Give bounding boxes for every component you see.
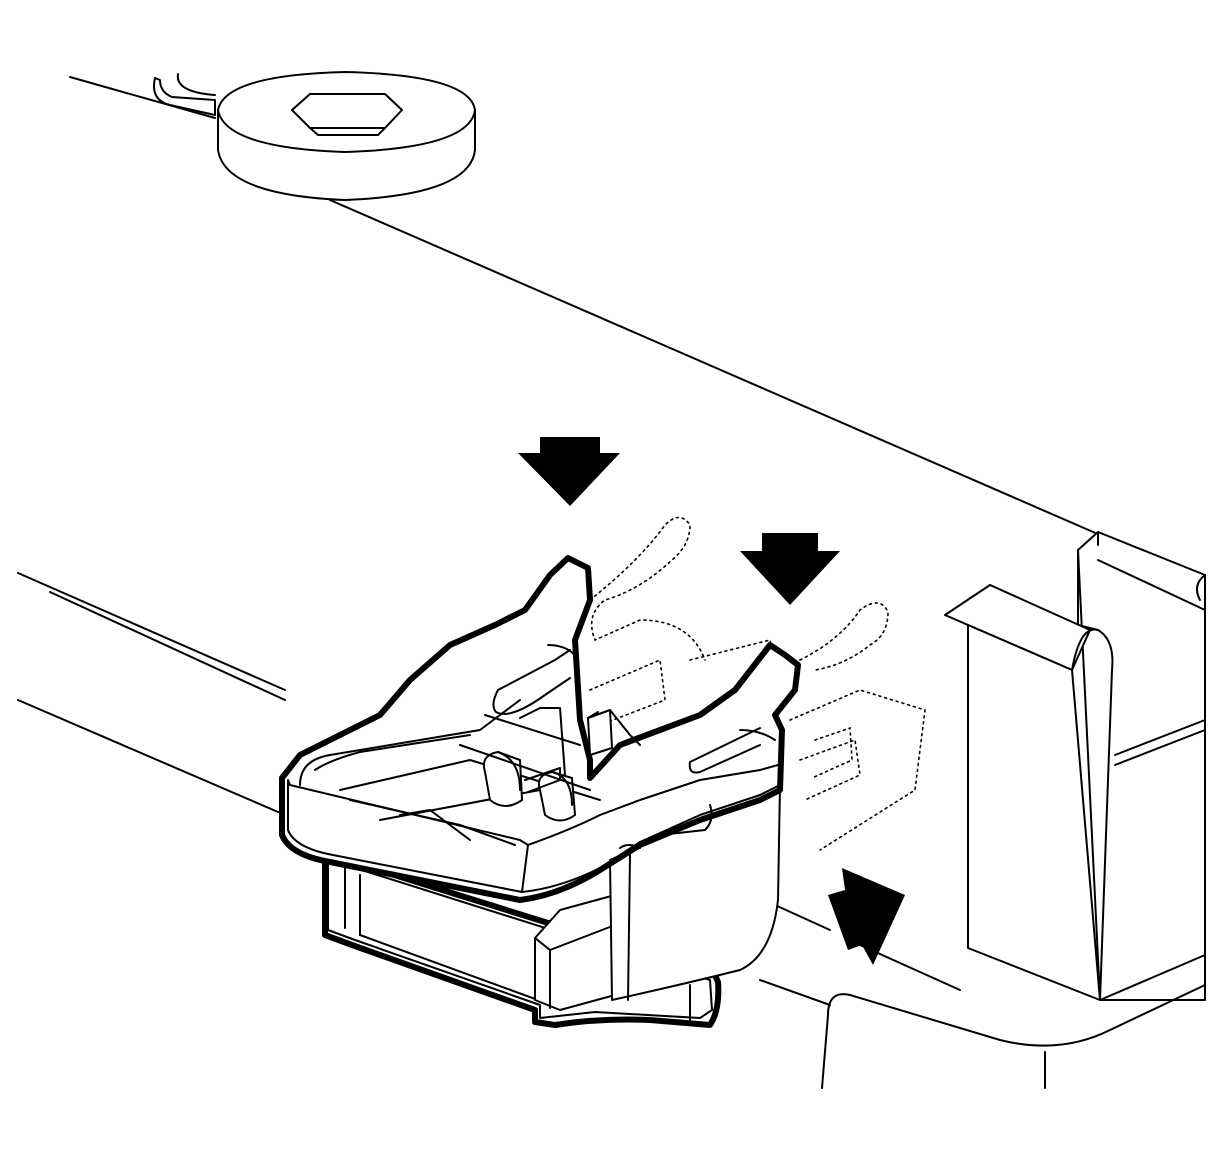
panel <box>17 76 1101 1006</box>
arrow-press-right-tab-icon <box>740 533 840 605</box>
clip-released-position <box>589 516 926 851</box>
connector-body <box>322 784 781 1028</box>
arrow-press-left-tab-icon <box>518 437 620 506</box>
connector-clip <box>279 555 801 903</box>
bracket <box>821 531 1206 1089</box>
mounting-washer <box>153 71 476 201</box>
arrow-mounting-slot-icon <box>828 868 905 965</box>
callouts <box>518 437 905 965</box>
